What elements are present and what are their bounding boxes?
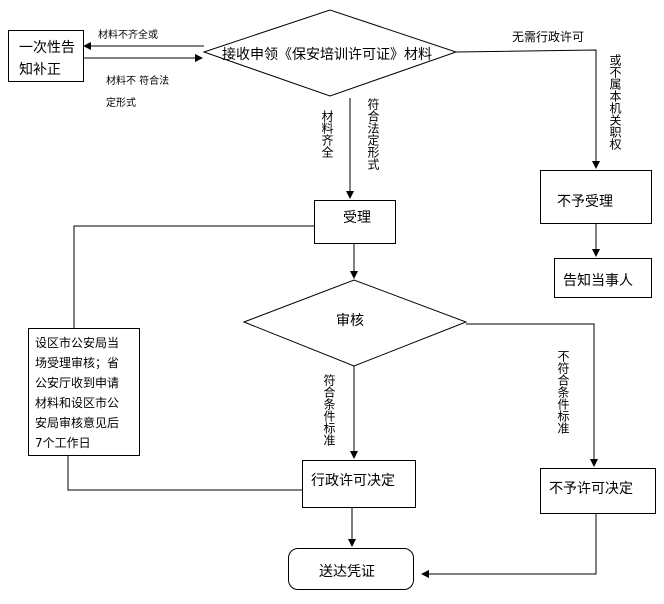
receive-label: 接收申领《保安培训许可证》材料 <box>222 47 432 63</box>
arrow-to-deny <box>466 323 598 467</box>
tell-party-box: 告知当事人 <box>554 258 652 298</box>
accept-box: 受理 <box>314 200 396 244</box>
notify-label: 一次性告知补正 <box>19 40 75 78</box>
decide-box: 行政许可决定 <box>302 460 416 508</box>
edge-meets-label: 符合条件标准 <box>322 374 336 446</box>
deny-label: 不予许可决定 <box>549 481 633 497</box>
arrow-deny-to-deliver <box>421 514 597 578</box>
no-accept-label: 不予受理 <box>557 194 613 210</box>
edge-legal-form-label: 符合法定形式 <box>366 98 380 170</box>
notify-box: 一次性告知补正 <box>8 30 84 82</box>
line-no-permit <box>455 49 600 169</box>
city-review-line-1: 设区市公安局当 <box>35 336 120 350</box>
line-left-to-decide <box>67 456 302 491</box>
city-review-line-3: 公安厅收到申请 <box>35 376 120 390</box>
tell-party-label: 告知当事人 <box>563 273 633 289</box>
accept-label: 受理 <box>343 210 371 226</box>
decide-label: 行政许可决定 <box>311 473 395 489</box>
edge-not-meets-label: 不符合条件标准 <box>556 350 570 434</box>
city-review-line-6: 7个工作日 <box>35 436 91 450</box>
city-review-line-5: 安局审核意见后 <box>35 416 120 430</box>
city-review-box: 设区市公安局当 场受理审核；省 公安厅收到申请 材料和设区市公 安局审核意见后 … <box>28 328 140 456</box>
deliver-box: 送达凭证 <box>288 548 414 590</box>
deliver-label: 送达凭证 <box>319 564 375 580</box>
edge-not-jurisdiction-label: 或不属本机关职权 <box>608 54 622 150</box>
line-accept-left <box>73 225 314 328</box>
edge-no-permit-label: 无需行政许可 <box>512 30 585 44</box>
city-review-line-4: 材料和设区市公 <box>35 396 120 410</box>
no-accept-box: 不予受理 <box>540 170 652 224</box>
edge-incomplete-label: 材料不齐全或 <box>98 30 158 41</box>
deny-box: 不予许可决定 <box>540 468 656 514</box>
city-review-line-2: 场受理审核；省 <box>35 356 120 370</box>
edge-complete-label: 材料齐全 <box>320 110 334 158</box>
review-diamond <box>242 279 468 367</box>
edge-improper-label-b: 定形式 <box>106 98 136 109</box>
edge-improper-label-a: 材料不 符合法 <box>106 76 170 87</box>
review-label: 审核 <box>336 313 364 329</box>
